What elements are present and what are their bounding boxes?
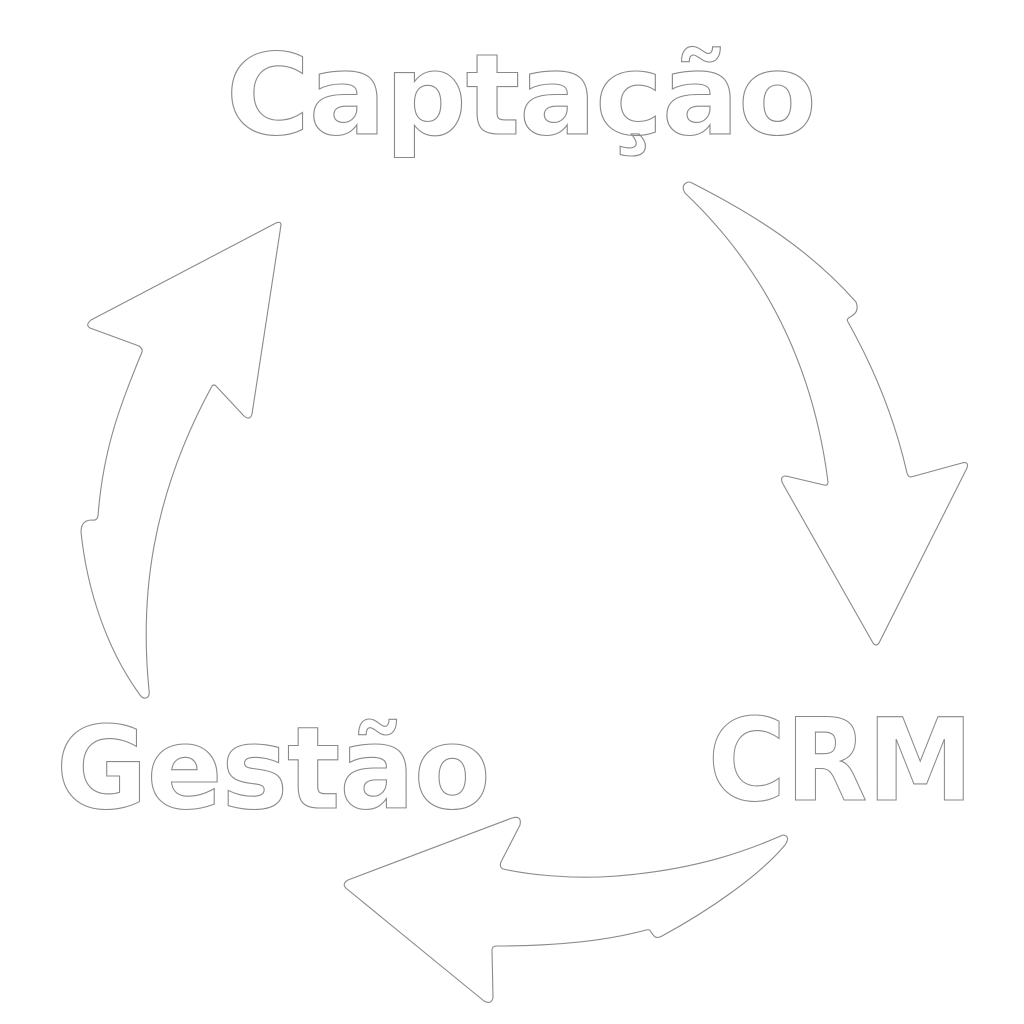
arrow-captacao-to-crm xyxy=(682,181,968,646)
stage-label-gestao: Gestão xyxy=(55,702,491,835)
arrow-crm-to-gestao xyxy=(343,816,789,1004)
arrow-gestao-to-captacao xyxy=(80,221,282,699)
stage-label-crm: CRM xyxy=(707,694,973,827)
stage-label-captacao: Captação xyxy=(225,31,817,161)
